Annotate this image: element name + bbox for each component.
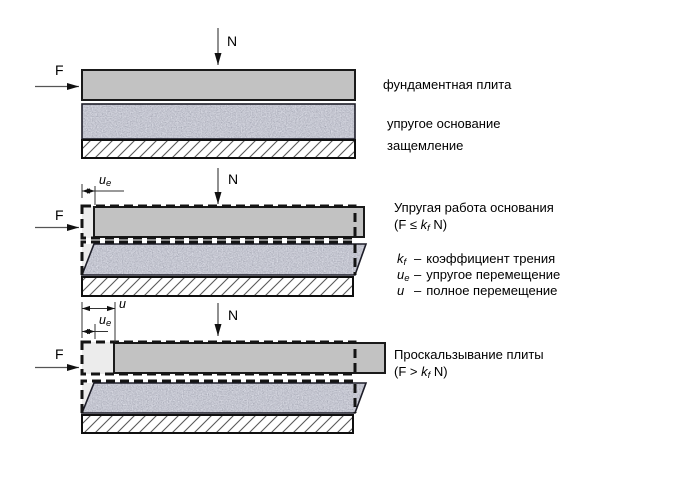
legend-item-u: u – полное перемещение xyxy=(397,283,558,298)
legend-item-ue: ue – упругое перемещение xyxy=(397,267,561,284)
foundation-plate-shifted xyxy=(93,206,365,238)
diagram-slipping xyxy=(35,302,386,434)
slipping-formula: (F > kf N) xyxy=(394,363,448,381)
clamped-ground-hatch xyxy=(81,139,356,159)
legend-text: полное перемещение xyxy=(426,283,558,298)
elastic-work-formula: (F ≤ kf N) xyxy=(394,216,448,234)
force-N-label: N xyxy=(228,307,239,323)
elastic-base-sheared-texture xyxy=(82,244,366,275)
legend-item-kf: kf – коэффициент трения xyxy=(397,251,556,268)
plate-original-outline-dashed xyxy=(80,204,357,240)
clamped-ground-hatch xyxy=(81,276,354,297)
elastic-base-annotation: упругое основание xyxy=(387,116,501,131)
foundation-plate xyxy=(81,69,356,101)
force-N-label: N xyxy=(228,171,239,187)
base-original-outline-dashed xyxy=(80,240,357,275)
diagram-initial-state xyxy=(35,28,356,159)
elastic-base-texture xyxy=(82,104,355,139)
legend: kf – коэффициент трения ue – упругое пер… xyxy=(397,251,560,299)
dim-label-ue: ue xyxy=(99,173,112,189)
plate-ghost-gap xyxy=(82,342,115,374)
slipping-caption: Проскальзывание плиты (F > kf N) xyxy=(394,347,544,380)
plate-ghost-gap xyxy=(82,206,95,238)
clamping-annotation: защемление xyxy=(387,138,464,153)
force-F-label: F xyxy=(55,207,64,223)
elastic-work-caption: Упругая работа основания (F ≤ kf N) xyxy=(394,200,554,233)
force-F-label: F xyxy=(55,346,64,362)
elastic-work-title: Упругая работа основания xyxy=(394,200,554,215)
diagram-elastic-work xyxy=(35,168,368,297)
foundation-plate-slipped xyxy=(113,342,386,374)
legend-text: коэффициент трения xyxy=(426,251,556,266)
plate-annotation: фундаментная плита xyxy=(383,77,512,92)
base-original-outline-dashed xyxy=(80,379,357,413)
force-N-label: N xyxy=(227,33,238,49)
slipping-title: Проскальзывание плиты xyxy=(394,347,544,362)
clamped-ground-hatch xyxy=(81,414,354,434)
plate-original-outline-dashed xyxy=(80,340,357,376)
force-F-label: F xyxy=(55,62,64,78)
dim-label-u: u xyxy=(119,297,126,311)
elastic-base-sheared-texture xyxy=(82,383,366,413)
dim-label-ue: ue xyxy=(99,313,112,329)
legend-text: упругое перемещение xyxy=(426,267,561,282)
